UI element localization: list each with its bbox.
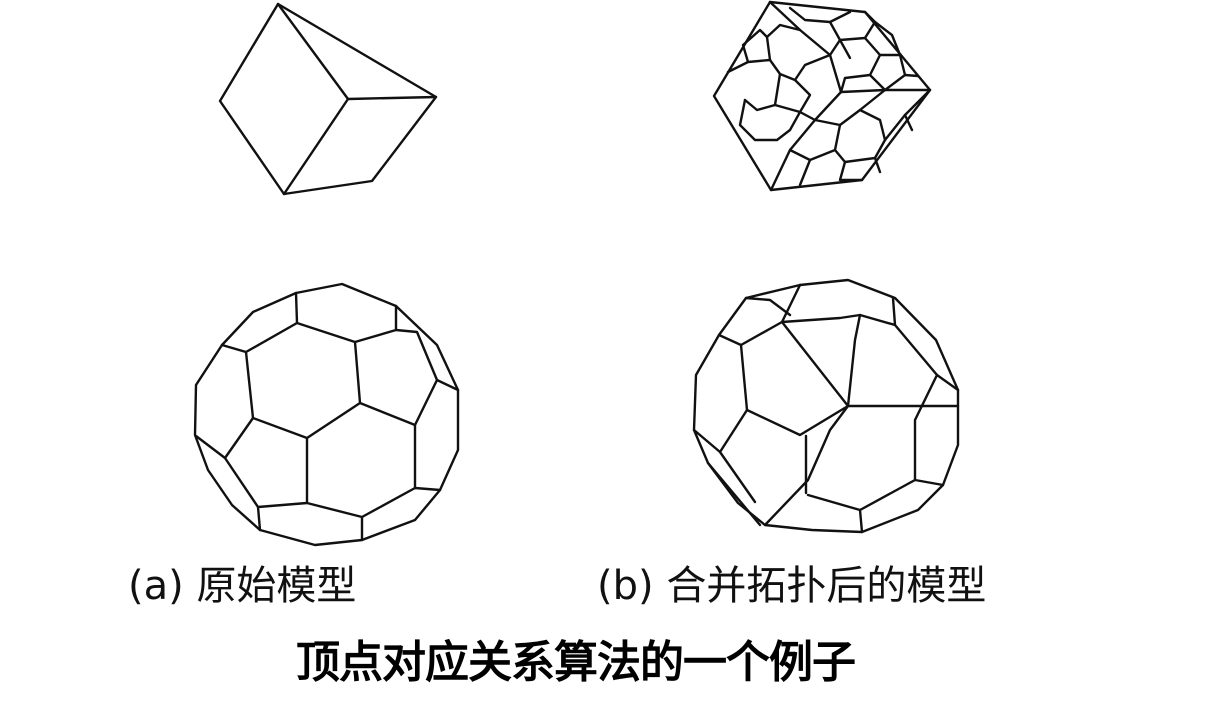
cell-edge (813, 88, 887, 127)
merged-cube-outline (712, 0, 932, 192)
face-edge (706, 461, 762, 527)
face-edge (739, 343, 850, 437)
merged-cube (712, 0, 932, 192)
face-edge (846, 313, 862, 408)
cube-edge (346, 95, 438, 101)
cell-edge (765, 23, 802, 62)
face-edge (305, 501, 364, 542)
face-edge (806, 493, 864, 534)
cell-edge (858, 108, 887, 142)
cell-edge (798, 110, 817, 122)
cube-edge (768, 0, 843, 94)
caption-merged-model: (b) 合并拓扑后的模型 (597, 563, 987, 609)
face-edge (353, 304, 398, 344)
face-edge (358, 378, 460, 427)
face-edge (780, 296, 897, 327)
cell-edge (903, 73, 920, 78)
cell-edge (726, 58, 782, 112)
face-edge (194, 434, 227, 460)
cell-edge (903, 113, 914, 132)
caption-original-model: (a) 原始模型 (128, 563, 357, 609)
pentagon-face (244, 321, 362, 440)
cell-edge (873, 156, 882, 174)
cube-edge (282, 97, 350, 196)
face-edge (913, 373, 945, 487)
cube-edge (276, 2, 350, 101)
face-edge (220, 343, 248, 354)
cell-edge (798, 158, 812, 187)
cell-edge (873, 20, 902, 57)
cell-edge (778, 53, 832, 82)
original-cube (218, 2, 438, 196)
face-edge (692, 428, 722, 454)
face-edge (744, 296, 792, 317)
cube-outline (218, 2, 438, 196)
figure-title: 顶点对应关系算法的一个例子 (296, 637, 856, 688)
cell-edge (838, 38, 852, 60)
face-edge (893, 323, 960, 392)
cell-edge (838, 36, 882, 94)
original-polyhedron (193, 282, 460, 547)
face-edge (858, 478, 917, 512)
cell-edge (863, 10, 877, 40)
cell-edge (838, 160, 864, 182)
face-edge (763, 404, 850, 527)
face-edge (780, 320, 850, 408)
face-edge (294, 291, 299, 325)
merged-polyhedron-outline (692, 278, 960, 534)
cell-edge (788, 148, 837, 162)
cell-edge (793, 78, 812, 114)
face-edge (256, 436, 309, 532)
cell-edge (868, 53, 907, 92)
polyhedron-outline (193, 282, 460, 547)
cell-edge (741, 28, 769, 64)
face-edge (717, 283, 802, 347)
cell-edge (828, 20, 842, 57)
merged-polyhedron (692, 278, 960, 534)
face-edge (394, 328, 439, 382)
face-edge (223, 416, 260, 509)
face-edge (718, 408, 757, 504)
cell-edge (788, 6, 852, 24)
cube-edge (769, 90, 843, 192)
